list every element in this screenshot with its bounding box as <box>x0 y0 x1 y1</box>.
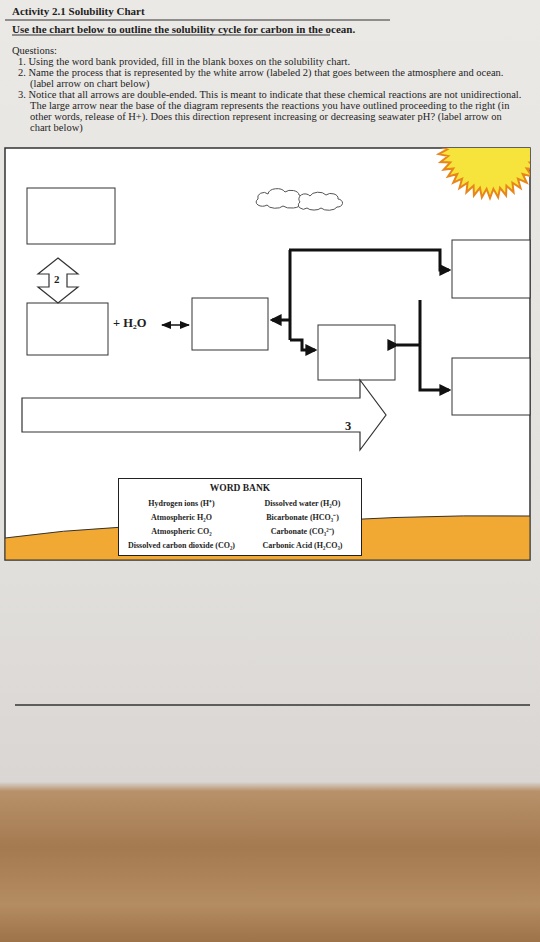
word-bank-term: Atmospheric H₂O <box>119 513 244 527</box>
ph-direction-arrow <box>22 380 386 450</box>
answer-line <box>15 704 530 706</box>
cloud-outline <box>298 192 342 210</box>
sun-illustration <box>438 148 530 198</box>
header-rule <box>5 20 390 21</box>
word-bank-term: Dissolved water (H₂O) <box>244 499 361 513</box>
word-bank-term: Bicarbonate (HCO₃⁻) <box>244 513 361 527</box>
word-bank-term: Hydrogen ions (H⁺) <box>119 499 244 513</box>
question-text: 2. Name the process that is represented … <box>18 67 523 89</box>
word-bank-term: Carbonic Acid (H₂CO₃) <box>244 541 361 555</box>
reaction-line <box>289 250 292 340</box>
word-bank-term: Atmospheric CO₂ <box>119 527 244 541</box>
reaction-label: + H₂O <box>113 317 173 330</box>
callout-number: 3 <box>345 420 359 433</box>
reaction-line <box>397 344 420 347</box>
blank-box <box>192 298 268 350</box>
reaction-line <box>289 250 449 270</box>
word-bank-box: WORD BANKHydrogen ions (H⁺)Atmospheric H… <box>118 478 362 556</box>
chart-scenery <box>5 148 530 560</box>
callout-number: 2 <box>54 274 66 286</box>
reaction-line <box>420 300 449 390</box>
blank-box <box>452 240 530 298</box>
word-bank-term: Dissolved carbon dioxide (CO₂) <box>119 541 244 555</box>
reaction-line <box>272 319 290 322</box>
reaction-line <box>290 340 315 350</box>
word-bank-term: Carbonate (CO₃²⁻) <box>244 527 361 541</box>
reaction-arrow <box>162 324 189 326</box>
chart-frame <box>5 148 530 560</box>
question-text: 1. Using the word bank provided, fill in… <box>18 56 523 67</box>
worksheet-title: Activity 2.1 Solubility Chart <box>12 6 145 18</box>
word-bank-heading: WORD BANK <box>119 482 361 499</box>
question-text: 3. Notice that all arrows are double-end… <box>18 89 523 133</box>
blank-box <box>27 303 108 355</box>
blank-box <box>318 325 395 380</box>
cloud-outline <box>256 189 303 209</box>
questions-heading: Questions: <box>12 45 212 56</box>
blank-box <box>27 188 115 244</box>
blank-box <box>452 358 530 415</box>
instruction-text: Use the chart below to outline the solub… <box>12 24 512 36</box>
exchange-arrow <box>38 258 78 303</box>
